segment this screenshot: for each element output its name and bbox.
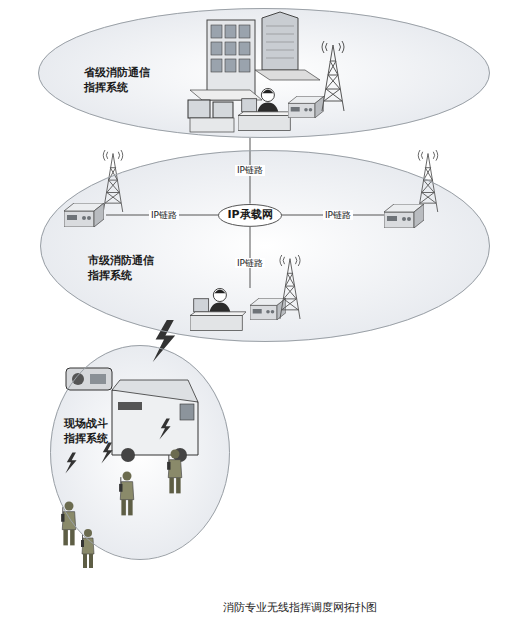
system-ellipse: 市级消防通信指挥系统 IP承载网	[40, 150, 490, 342]
link-label: IP链路	[323, 210, 353, 221]
system-ellipse: 省级消防通信指挥系统	[38, 8, 490, 138]
link-label: IP链路	[235, 165, 265, 176]
network-label: IP承载网	[227, 208, 272, 223]
link-label: IP链路	[235, 258, 265, 269]
network-ellipse: IP承载网	[218, 204, 282, 227]
system-label: 省级消防通信指挥系统	[84, 66, 150, 96]
caption: 消防专业无线指挥调度网拓扑图	[223, 600, 377, 615]
system-ellipse: 现场战斗指挥系统	[50, 345, 230, 560]
system-label: 市级消防通信指挥系统	[88, 254, 154, 284]
link-label: IP链路	[149, 210, 179, 221]
ellipse-outline	[40, 150, 490, 342]
ellipse-outline	[50, 345, 230, 560]
system-label: 现场战斗指挥系统	[64, 417, 108, 447]
